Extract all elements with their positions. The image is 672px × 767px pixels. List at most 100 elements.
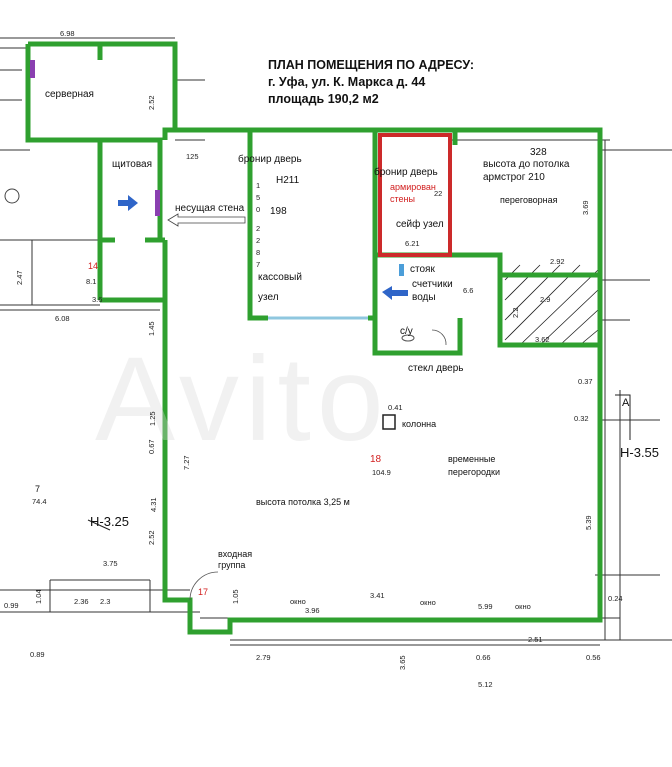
elevation-left: Н-3.25 <box>90 514 130 529</box>
label-water-meters-1: счетчики <box>412 279 453 290</box>
dim-label: 0.67 <box>147 439 156 454</box>
dim-label: 2.2 <box>511 307 520 318</box>
dim-label: 2 2 8 7 <box>256 224 261 269</box>
door-arcs <box>189 329 447 601</box>
dim-label: 2.52 <box>147 530 156 545</box>
dim-label: 6.98 <box>60 29 75 38</box>
dim-label: 3.6 <box>92 295 103 304</box>
label-safe-node: сейф узел <box>396 219 444 230</box>
label-entrance-2: группа <box>218 560 246 570</box>
dim-label: 328 <box>530 147 547 158</box>
label-window-3: окно <box>515 602 531 611</box>
dim-label: 3.41 <box>370 591 385 600</box>
label-ceiling-height-armstrong-2: армстрог 210 <box>483 172 545 183</box>
room-number-14: 14 <box>88 261 99 271</box>
dim-label: 1.45 <box>147 321 156 336</box>
dim-label: 6.08 <box>55 314 70 323</box>
label-switchboard: щитовая <box>112 159 153 170</box>
dim-label: 5.12 <box>478 680 493 689</box>
label-column: колонна <box>402 419 437 429</box>
room-18-area: 104.9 <box>372 468 391 477</box>
sink-icon <box>4 188 20 204</box>
premises-outline <box>25 41 603 635</box>
dim-label: 0.24 <box>608 594 623 603</box>
dim-label: 1.25 <box>148 411 157 426</box>
dim-label: 0.32 <box>574 414 589 423</box>
label-temp-partitions-1: временные <box>448 454 496 464</box>
toilet-icon <box>401 334 415 342</box>
dim-label: 0.56 <box>586 653 601 662</box>
dim-label: 125 <box>186 152 199 161</box>
room-7-area: 74.4 <box>32 497 47 506</box>
label-riser: стояк <box>410 264 435 275</box>
dim-label: 2.79 <box>256 653 271 662</box>
dim-label: 6.21 <box>405 239 420 248</box>
safe-room-outline <box>378 133 452 257</box>
label-entrance-1: входная <box>218 549 253 559</box>
arrow-icon <box>382 286 408 300</box>
dim-label: 0.99 <box>4 601 19 610</box>
label-window-2: окно <box>420 598 436 607</box>
dim-label: 3.75 <box>103 559 118 568</box>
label-cash-node-2: узел <box>258 292 279 303</box>
label-reinforced-walls-1: армирован <box>390 182 436 192</box>
room-number-18: 18 <box>370 454 382 465</box>
dim-label: 1.05 <box>231 589 240 604</box>
label-load-bearing-wall: несущая стена <box>175 203 245 214</box>
label-armored-door-right: бронир дверь <box>374 167 438 178</box>
label-wc: с/у <box>400 326 413 337</box>
dim-label: 8.1 <box>86 277 97 286</box>
dim-label: 0.41 <box>388 403 403 412</box>
dim-label: 22 <box>434 189 443 198</box>
purple-marks <box>30 60 160 216</box>
dim-label: 0.66 <box>476 653 491 662</box>
axis-label-a: А <box>622 397 630 409</box>
dim-label: 198 <box>270 206 287 217</box>
plan-title: ПЛАН ПОМЕЩЕНИЯ ПО АДРЕСУ: г. Уфа, ул. К.… <box>268 57 474 108</box>
arrow-icon <box>118 195 138 211</box>
dim-label: 1 5 0 <box>256 181 261 214</box>
dim-label: 1.04 <box>34 589 43 604</box>
dim-label: 3.65 <box>398 655 407 670</box>
elevation-marks <box>87 394 631 531</box>
dim-label: 7.27 <box>182 455 191 470</box>
label-cash-node-1: кассовый <box>258 272 302 283</box>
label-ceiling-height-main: высота потолка 3,25 м <box>256 497 350 507</box>
dim-label: 6.6 <box>463 286 474 295</box>
title-line-2: г. Уфа, ул. К. Маркса д. 44 <box>268 75 426 89</box>
riser-marker-icon <box>399 264 404 276</box>
label-reinforced-walls-2: стены <box>390 194 415 204</box>
elevation-right: Н-3.55 <box>620 445 660 460</box>
label-glass-door: стекл дверь <box>408 363 464 374</box>
label-h211: Н211 <box>276 175 300 186</box>
label-meeting-room: переговорная <box>500 195 558 205</box>
dim-label: 2.92 <box>550 257 565 266</box>
title-line-1: ПЛАН ПОМЕЩЕНИЯ ПО АДРЕСУ: <box>268 58 475 72</box>
label-ceiling-height-armstrong-1: высота до потолка <box>483 159 570 170</box>
label-server-room: серверная <box>45 89 94 100</box>
dim-label: 3.96 <box>305 606 320 615</box>
dim-label: 5.99 <box>478 602 493 611</box>
dim-label: 3.62 <box>535 335 550 344</box>
dim-label: 0.89 <box>30 650 45 659</box>
dim-label: 4.31 <box>149 497 158 512</box>
title-line-3: площадь 190,2 м2 <box>268 92 379 106</box>
dim-label: 2.52 <box>147 95 156 110</box>
label-temp-partitions-2: перегородки <box>448 467 501 477</box>
dim-label: 2.36 <box>74 597 89 606</box>
dim-label: 2.3 <box>100 597 111 606</box>
room-number-7: 7 <box>35 484 41 494</box>
label-water-meters-2: воды <box>412 292 436 303</box>
dim-label: 5.39 <box>584 515 593 530</box>
label-armored-door-left: бронир дверь <box>238 154 302 165</box>
entry-arrows <box>118 195 408 300</box>
dim-label: 3.69 <box>581 200 590 215</box>
label-window-1: окно <box>290 597 306 606</box>
load-bearing-arrow-icon <box>167 213 246 227</box>
dim-label: 2.47 <box>15 270 24 285</box>
column-icon <box>382 414 396 430</box>
dim-label: 0.37 <box>578 377 593 386</box>
room-number-17: 17 <box>198 587 209 597</box>
dim-label: 2.51 <box>528 635 543 644</box>
